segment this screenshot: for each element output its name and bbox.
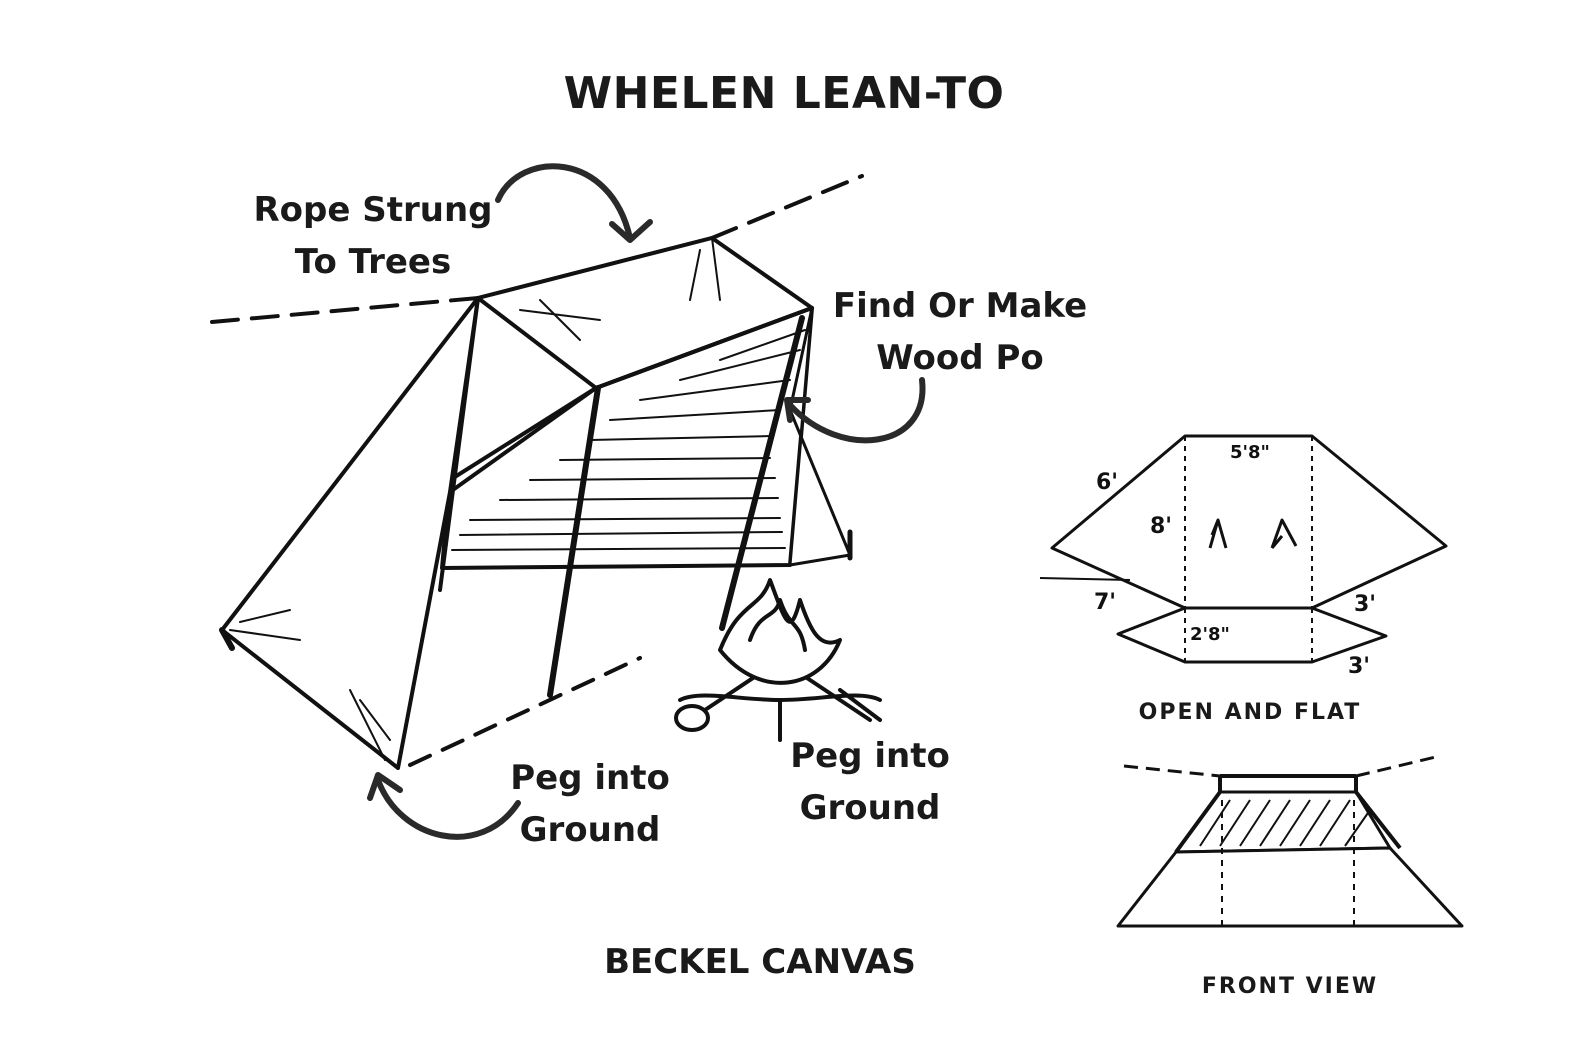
callout-peg-right-line2: Ground [799, 788, 941, 828]
callout-pole: Find Or Make Wood Po [820, 280, 1100, 384]
callout-peg-left-line2: Ground [519, 810, 661, 850]
open-flat-label: OPEN AND FLAT [1138, 700, 1362, 725]
dim-side-diag: 6' [1096, 470, 1119, 495]
dim-top: 5'8" [1230, 442, 1270, 463]
pole-right [719, 315, 805, 631]
ground-line [408, 656, 642, 767]
rope-line-left [210, 296, 480, 324]
callout-peg-right-line1: Peg into [790, 736, 950, 776]
callout-peg-left-line1: Peg into [510, 758, 670, 798]
campfire [674, 578, 882, 742]
callout-pole-line2: Wood Po [876, 338, 1044, 378]
callout-rope-line2: To Trees [294, 242, 452, 282]
dim-height: 8' [1150, 514, 1173, 539]
dim-bottom-mid: 2'8" [1190, 624, 1230, 645]
callout-rope: Rope Strung To Trees [248, 184, 498, 288]
callout-pole-line1: Find Or Make [832, 286, 1088, 326]
caption-beckel-canvas: BECKEL CANVAS [604, 942, 916, 982]
pole-left [547, 385, 601, 698]
callout-arrows [367, 163, 926, 840]
dim-bottom-right: 3' [1348, 654, 1371, 679]
callout-rope-line1: Rope Strung [253, 190, 493, 230]
callout-peg-left: Peg into Ground [480, 752, 700, 856]
dim-right-low: 3' [1354, 592, 1377, 617]
rope-line-right [710, 174, 864, 240]
callout-peg-right: Peg into Ground [760, 730, 980, 834]
page-title: WHELEN LEAN-TO [563, 68, 1005, 119]
front-view-label: FRONT VIEW [1201, 974, 1379, 999]
dim-left-low: 7' [1094, 590, 1117, 615]
